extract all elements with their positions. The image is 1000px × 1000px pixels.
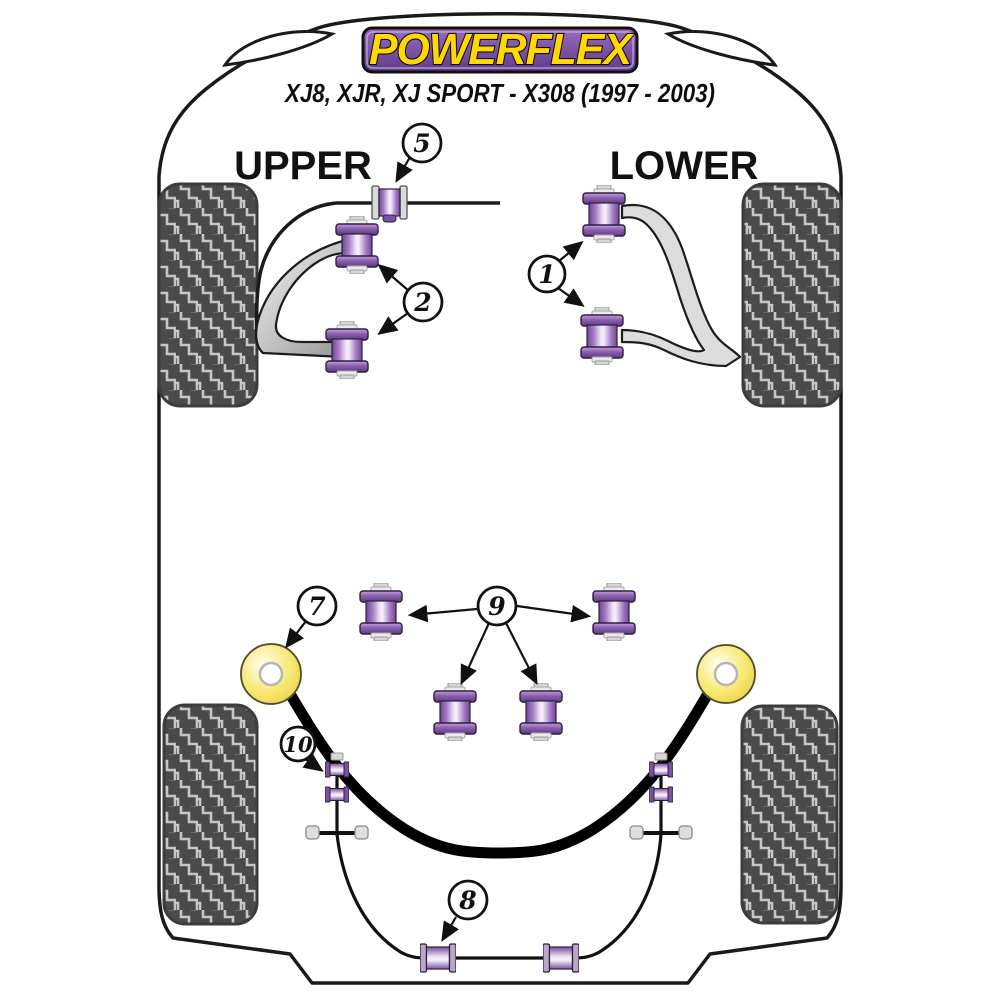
bar-mount-disc-right	[696, 644, 756, 704]
upper-label: UPPER	[234, 144, 372, 188]
lower-label: LOWER	[610, 144, 759, 188]
callout-9-number: 9	[488, 592, 505, 621]
callout-10-number: 10	[283, 732, 313, 757]
bushing-item2-upper	[335, 216, 379, 274]
callouts: 5 2 1 7 9 10 8	[279, 122, 567, 921]
anti-roll-bar-front-curve	[254, 201, 337, 341]
front-upper-arm-assembly	[254, 185, 500, 379]
link-bolt-right	[654, 752, 668, 761]
link-tbar-left	[305, 825, 369, 840]
callout-9: 9	[476, 585, 518, 627]
bushing-item8-left	[420, 943, 456, 973]
bushing-item10-right-lower	[649, 786, 673, 803]
rear-thin-bar	[335, 833, 663, 960]
logo-badge	[361, 26, 639, 74]
bushing-item1-lower	[580, 307, 624, 365]
callout-1: 1	[527, 254, 567, 294]
link-bolt-left	[330, 752, 344, 761]
bushing-item9-c	[433, 683, 477, 741]
callout-2: 2	[402, 281, 444, 323]
bushing-item9-b	[592, 583, 636, 641]
tire-rear-right	[740, 704, 839, 925]
callout-5-number: 5	[413, 129, 430, 158]
left-mirror-outline	[221, 30, 337, 67]
tire-rear-left	[162, 703, 259, 926]
bar-mount-disc-left	[240, 643, 302, 705]
rear-anti-roll-assembly	[240, 643, 756, 973]
callout-2-number: 2	[413, 288, 431, 317]
right-mirror-outline	[663, 30, 779, 67]
logo-brand-text: POWERFLEX	[369, 25, 635, 74]
bushing-item9-d	[519, 683, 563, 741]
bushing-item1-upper	[582, 185, 626, 243]
lower-wishbone	[620, 203, 742, 368]
callout-8: 8	[447, 879, 489, 921]
bushing-item2-lower	[325, 321, 369, 379]
callout-10: 10	[279, 725, 317, 763]
callout-5: 5	[401, 122, 443, 164]
bushing-item8-right	[543, 943, 579, 973]
callout-7: 7	[296, 585, 338, 627]
bushing-item10-left-upper	[325, 761, 349, 778]
powerflex-logo: POWERFLEX	[361, 24, 639, 75]
bushing-item10-left-lower	[325, 786, 349, 803]
bushing-item5	[371, 185, 408, 223]
bushing-item9-a	[359, 583, 403, 641]
rear-anti-roll-bar	[283, 686, 715, 859]
tire-front-left	[157, 182, 259, 408]
callout-7-number: 7	[308, 592, 326, 621]
callout-8-number: 8	[458, 886, 476, 915]
callout-1-number: 1	[538, 260, 555, 289]
tires	[157, 182, 843, 926]
callout-arrows	[285, 156, 592, 942]
tire-front-right	[741, 182, 843, 408]
bushing-item10-right-upper	[649, 761, 673, 778]
link-tbar-right	[629, 825, 693, 840]
front-lower-arm-assembly	[580, 185, 742, 368]
model-subtitle: XJ8, XJR, XJ SPORT - X308 (1997 - 2003)	[283, 78, 715, 108]
logo-badge-inner-border	[366, 31, 634, 69]
